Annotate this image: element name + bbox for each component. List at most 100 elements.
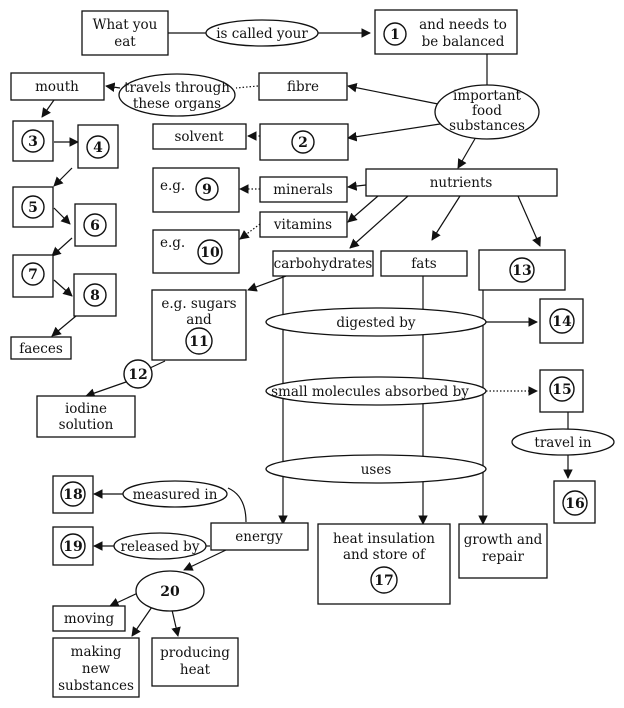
producing-heat-box: producing heat (151, 637, 239, 687)
number-13: 13 (512, 263, 531, 279)
fats-box: fats (380, 250, 468, 277)
digested-by-oval: digested by (265, 307, 487, 337)
number-18-box: 18 (52, 475, 94, 514)
uses-oval: uses (265, 454, 487, 484)
number-19: 19 (63, 539, 82, 555)
solvent-box: solvent (152, 123, 247, 150)
what-you-eat-box: What you eat (81, 10, 169, 56)
solvent-label: solvent (174, 129, 224, 145)
number-12: 12 (128, 367, 147, 383)
growth-line-1: growth and (464, 532, 543, 548)
sugars-box: e.g. sugars and 11 (151, 289, 247, 361)
making-substances-box: making new substances (52, 637, 140, 698)
number-2-box: 2 (259, 123, 349, 161)
heat-insulation-line-2: and store of (343, 547, 426, 563)
growth-line-2: repair (482, 549, 524, 565)
travel-in-label: travel in (534, 435, 591, 451)
number-6: 6 (90, 218, 100, 234)
organ-5-box: 5 (12, 186, 54, 228)
number-11: 11 (189, 334, 208, 350)
and-needs-line-1: and needs to (419, 17, 507, 33)
number-10: 10 (200, 245, 220, 261)
number-17: 17 (374, 573, 393, 589)
vitamins-label: vitamins (273, 217, 332, 233)
number-5: 5 (28, 200, 38, 216)
fats-label: fats (411, 256, 436, 272)
number-16: 16 (565, 496, 584, 512)
vitamin-eg-label: e.g. (160, 235, 185, 251)
mineral-example-box: e.g. 9 (152, 167, 240, 213)
number-3: 3 (28, 134, 38, 150)
carbohydrates-label: carbohydrates (274, 256, 373, 272)
digested-by-label: digested by (336, 315, 416, 331)
nutrients-label: nutrients (430, 175, 493, 191)
iodine-box: iodine solution (36, 395, 136, 438)
iodine-line-2: solution (59, 417, 114, 433)
moving-label: moving (64, 611, 115, 627)
fibre-box: fibre (258, 72, 348, 101)
making-line-2: new (82, 661, 111, 677)
is-called-your-label: is called your (216, 26, 308, 42)
travels-through-line-2: these organs (133, 96, 221, 112)
vitamin-example-box: e.g. 10 (152, 229, 240, 274)
important-food-line-3: substances (449, 118, 525, 134)
important-food-oval: important food substances (434, 84, 540, 140)
faeces-box: faeces (10, 336, 72, 360)
organ-6-box: 6 (74, 203, 117, 247)
heat-insulation-box: heat insulation and store of 17 (317, 523, 451, 605)
energy-label: energy (235, 529, 283, 545)
moving-box: moving (52, 605, 126, 632)
mouth-label: mouth (35, 79, 79, 95)
sugars-line-1: e.g. sugars (161, 296, 236, 312)
number-9: 9 (202, 182, 212, 198)
making-line-3: substances (58, 678, 134, 694)
travels-through-line-1: travels through (124, 80, 230, 96)
number-7: 7 (28, 267, 38, 283)
number-14: 14 (552, 314, 572, 330)
vitamins-box: vitamins (259, 211, 348, 238)
producing-line-1: producing (160, 645, 230, 661)
is-called-your-oval: is called your (205, 19, 319, 47)
number-4: 4 (93, 140, 103, 156)
making-line-1: making (71, 644, 122, 660)
heat-insulation-line-1: heat insulation (333, 531, 435, 547)
producing-line-2: heat (180, 662, 211, 678)
released-by-oval: released by (113, 532, 207, 560)
number-15-box: 15 (539, 369, 584, 413)
organ-7-box: 7 (12, 254, 54, 298)
fibre-label: fibre (287, 79, 319, 95)
balanced-diet-box: 1 and needs to be balanced (374, 9, 518, 55)
released-by-label: released by (121, 539, 200, 555)
organ-8-box: 8 (73, 273, 117, 317)
number-15: 15 (552, 382, 571, 398)
mineral-eg-label: e.g. (160, 178, 185, 194)
nutrients-box: nutrients (365, 168, 558, 197)
uses-label: uses (361, 462, 392, 478)
important-food-line-1: important (453, 88, 522, 104)
iodine-line-1: iodine (65, 401, 107, 417)
and-needs-line-2: be balanced (422, 34, 505, 50)
number-1: 1 (390, 27, 400, 43)
number-13-box: 13 (478, 249, 566, 291)
number-20: 20 (160, 584, 180, 600)
measured-in-label: measured in (133, 487, 218, 503)
measured-in-oval: measured in (122, 480, 228, 508)
absorbed-by-label: small molecules absorbed by (271, 384, 469, 400)
carbohydrates-box: carbohydrates (272, 250, 374, 277)
number-16-box: 16 (553, 480, 596, 524)
energy-box: energy (210, 522, 309, 551)
number-12-circle: 12 (123, 359, 153, 389)
travel-in-oval: travel in (511, 428, 615, 456)
what-you-eat-line-2: eat (114, 34, 136, 50)
sugars-line-2: and (186, 312, 212, 328)
number-8: 8 (90, 288, 100, 304)
number-14-box: 14 (539, 298, 584, 344)
number-19-box: 19 (52, 526, 94, 566)
mouth-box: mouth (10, 72, 105, 101)
number-20-oval: 20 (135, 570, 205, 612)
absorbed-by-oval: small molecules absorbed by (265, 376, 487, 406)
important-food-line-2: food (472, 103, 502, 119)
faeces-label: faeces (19, 341, 63, 357)
what-you-eat-line-1: What you (93, 17, 158, 33)
